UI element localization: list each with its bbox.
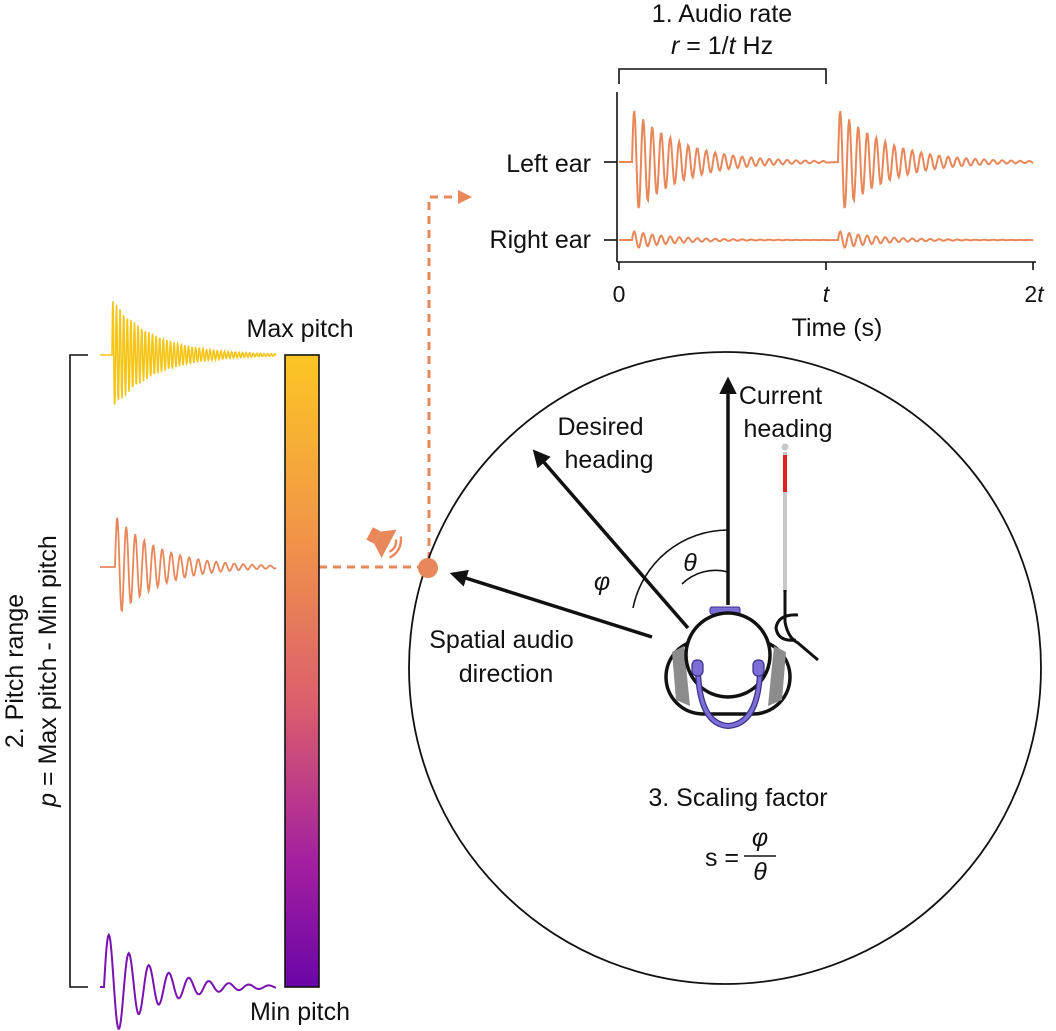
x-tick-label-t: t bbox=[823, 281, 831, 307]
right-ear-label: Right ear bbox=[490, 226, 591, 254]
theta-arc bbox=[681, 569, 729, 585]
right-ear-waveform bbox=[619, 229, 1034, 249]
dashed-arrowhead bbox=[458, 190, 472, 204]
dashed-connector-up bbox=[427, 195, 459, 560]
min-pitch-waveform bbox=[100, 932, 277, 1030]
desired-heading-label: Desired heading bbox=[557, 413, 653, 474]
white-cane-icon bbox=[774, 443, 819, 662]
phi-arc bbox=[632, 529, 729, 609]
x-tick-label-2t: 2t bbox=[1024, 281, 1045, 307]
pitch-range-formula: p = Max pitch - Min pitch bbox=[34, 535, 62, 808]
speaker-icon bbox=[366, 527, 403, 559]
max-pitch-waveform bbox=[100, 301, 277, 405]
pitch-colorbar bbox=[284, 354, 320, 988]
pitch-range-title: 2. Pitch range bbox=[1, 594, 29, 748]
audio-rate-formula: r = 1/t Hz bbox=[671, 32, 773, 60]
left-ear-label: Left ear bbox=[506, 150, 591, 178]
scaling-factor-numerator: φ bbox=[752, 824, 768, 852]
time-axis-label: Time (s) bbox=[792, 314, 883, 342]
scaling-factor-denominator: θ bbox=[753, 858, 767, 886]
person-top-view-icon bbox=[664, 606, 792, 730]
scaling-factor-lhs: s = bbox=[705, 844, 739, 872]
x-tick-label-0: 0 bbox=[613, 281, 626, 307]
headphones-icon bbox=[691, 659, 765, 730]
period-bracket bbox=[618, 68, 827, 84]
audio-rate-panel: 1. Audio rate r = 1/t Hz Left ear Right … bbox=[490, 0, 1046, 342]
current-heading-label: Current heading bbox=[739, 382, 833, 443]
desired-heading-arrow bbox=[532, 449, 690, 630]
theta-symbol: θ bbox=[683, 549, 697, 577]
heading-panel: θ φ Desired heading Current heading Spat… bbox=[408, 351, 1042, 985]
phi-symbol: φ bbox=[594, 568, 610, 596]
scaling-factor-title: 3. Scaling factor bbox=[648, 784, 827, 812]
audio-direction-circle bbox=[408, 351, 1042, 985]
min-pitch-label: Min pitch bbox=[250, 998, 350, 1026]
spatial-audio-arrow bbox=[449, 569, 653, 639]
audio-source-dot bbox=[418, 558, 438, 578]
pitch-range-panel: Max pitch Min pitch 2. Pitch range p = M… bbox=[1, 301, 354, 1030]
spatial-audio-direction-label: Spatial audio direction bbox=[429, 626, 581, 688]
max-pitch-label: Max pitch bbox=[247, 315, 354, 343]
audio-rate-title: 1. Audio rate bbox=[652, 0, 792, 28]
mid-pitch-waveform bbox=[100, 517, 277, 613]
left-ear-waveform bbox=[619, 110, 1034, 209]
pitch-range-bracket bbox=[69, 354, 88, 988]
